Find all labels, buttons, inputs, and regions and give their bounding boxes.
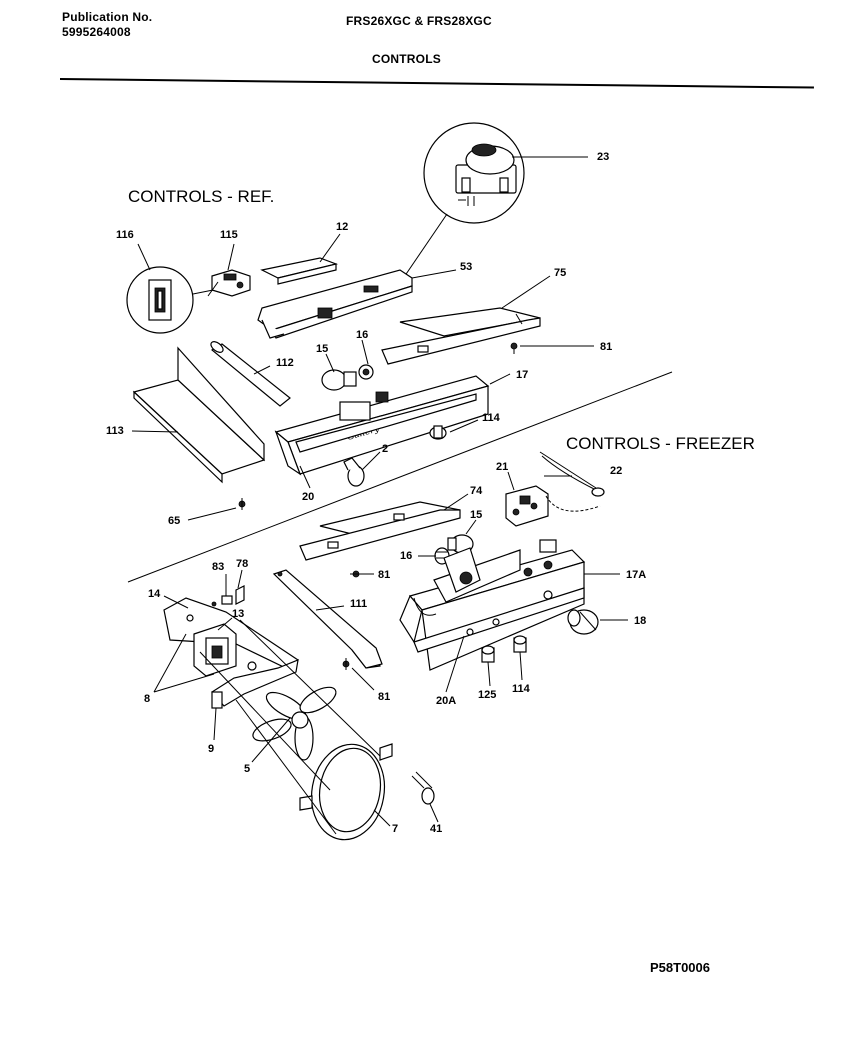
knob-125 bbox=[466, 628, 495, 663]
callout-17A: 17A bbox=[626, 569, 646, 581]
callout-41: 41 bbox=[430, 823, 442, 835]
part-74 bbox=[299, 501, 461, 561]
callout-8: 8 bbox=[144, 693, 150, 705]
callout-13: 13 bbox=[232, 608, 244, 620]
callout-83: 83 bbox=[212, 561, 224, 573]
diagram-code: P58T0006 bbox=[650, 960, 710, 975]
section-title-freezer: CONTROLS - FREEZER bbox=[566, 434, 755, 453]
callout-23: 23 bbox=[597, 151, 609, 163]
callout-9: 9 bbox=[208, 743, 214, 755]
callout-20: 20 bbox=[302, 491, 314, 503]
part-113 bbox=[132, 346, 266, 484]
callout-115: 115 bbox=[220, 229, 238, 241]
callout-15-ref: 15 bbox=[316, 343, 328, 355]
callout-74: 74 bbox=[470, 485, 483, 497]
section-divider bbox=[127, 371, 673, 583]
section-title-ref: CONTROLS - REF. bbox=[128, 187, 274, 206]
callout-81-freezer-top: 81 bbox=[378, 569, 390, 581]
socket-16 bbox=[358, 364, 374, 380]
screw-41 bbox=[411, 771, 435, 805]
part-22 bbox=[539, 451, 605, 512]
motor-13 bbox=[193, 623, 237, 677]
callout-22: 22 bbox=[610, 465, 622, 477]
model-numbers: FRS26XGC & FRS28XGC bbox=[346, 14, 492, 28]
part-20 bbox=[295, 393, 477, 453]
screw-81 bbox=[510, 342, 518, 354]
screw-81-c bbox=[342, 658, 350, 670]
callout-20A: 20A bbox=[436, 695, 456, 707]
callout-65: 65 bbox=[168, 515, 180, 527]
part-53 bbox=[257, 269, 413, 339]
callout-15-freezer: 15 bbox=[470, 509, 482, 521]
knob-114-ref bbox=[429, 425, 447, 440]
part-116-detail bbox=[126, 266, 194, 334]
publication-label: Publication No. bbox=[62, 10, 153, 24]
callout-2: 2 bbox=[382, 443, 388, 455]
callout-114-freezer: 114 bbox=[512, 683, 531, 695]
callout-16-freezer: 16 bbox=[400, 550, 412, 562]
part-115 bbox=[207, 269, 251, 297]
knob-2 bbox=[343, 457, 365, 487]
part-17A bbox=[399, 539, 586, 671]
part-12 bbox=[260, 257, 339, 285]
callout-111: 111 bbox=[350, 598, 367, 610]
fan-shroud-7 bbox=[299, 743, 393, 841]
callout-21: 21 bbox=[496, 461, 508, 473]
part-23-detail bbox=[423, 122, 525, 224]
callout-12: 12 bbox=[336, 221, 348, 233]
callout-81-ref: 81 bbox=[600, 341, 612, 353]
part-9 bbox=[211, 659, 299, 709]
callout-78: 78 bbox=[236, 558, 248, 570]
bulb-15 bbox=[321, 369, 357, 391]
callout-81-freezer-bottom: 81 bbox=[378, 691, 390, 703]
part-75 bbox=[381, 307, 541, 365]
screw-65 bbox=[238, 498, 246, 510]
publication-number: 5995264008 bbox=[62, 25, 131, 39]
callout-75: 75 bbox=[554, 267, 566, 279]
callout-113: 113 bbox=[106, 425, 124, 437]
knob-18 bbox=[567, 609, 599, 635]
callout-116: 116 bbox=[116, 229, 134, 241]
page-title: CONTROLS bbox=[372, 52, 441, 66]
callout-14: 14 bbox=[148, 588, 161, 600]
callout-5: 5 bbox=[244, 763, 250, 775]
part-20A bbox=[413, 587, 585, 653]
callout-16-ref: 16 bbox=[356, 329, 368, 341]
callout-125: 125 bbox=[478, 689, 496, 701]
callout-114-ref: 114 bbox=[482, 412, 501, 424]
callout-17: 17 bbox=[516, 369, 528, 381]
part-21 bbox=[505, 485, 549, 527]
fan-blade-5 bbox=[252, 686, 337, 761]
part-78 bbox=[235, 585, 245, 605]
callout-18: 18 bbox=[634, 615, 646, 627]
part-83 bbox=[221, 595, 233, 605]
callout-112: 112 bbox=[276, 357, 294, 369]
part-111 bbox=[272, 569, 383, 669]
part-112 bbox=[210, 341, 291, 407]
callout-7: 7 bbox=[392, 823, 398, 835]
callout-53: 53 bbox=[460, 261, 472, 273]
